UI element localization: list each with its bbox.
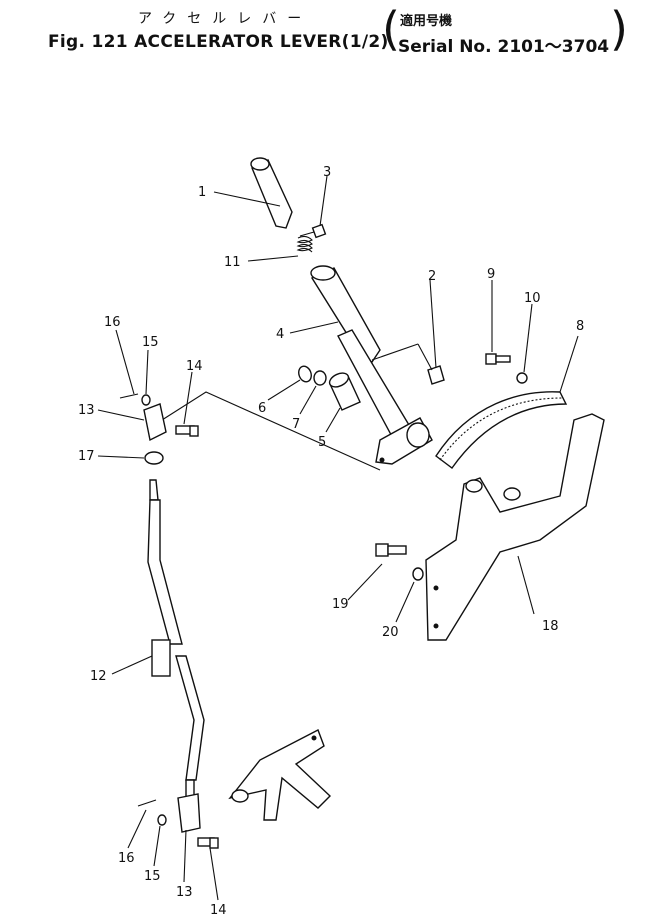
- part-13-clevis-upper: [143, 403, 167, 442]
- part-6-snap-ring: [298, 365, 312, 383]
- part-11-spring: [296, 235, 313, 253]
- part-2-clip: [427, 365, 445, 385]
- callout-15-lower: 15: [144, 869, 161, 884]
- callout-16-lower: 16: [118, 851, 135, 866]
- part-15-washer-lower: [157, 814, 167, 826]
- part-18-bracket: [425, 413, 605, 641]
- callout-1: 1: [198, 185, 206, 200]
- callout-4: 4: [276, 327, 284, 342]
- callout-11: 11: [224, 255, 241, 270]
- callout-5: 5: [318, 435, 326, 450]
- leader-line: [371, 343, 419, 361]
- callout-16-upper: 16: [104, 315, 121, 330]
- callout-10: 10: [524, 291, 541, 306]
- callout-18: 18: [542, 619, 559, 634]
- serial-label-japanese: 適用号機: [400, 14, 453, 29]
- part-9-bolt: [485, 353, 511, 365]
- leader-lines: [97, 175, 579, 901]
- part-4-lever: [310, 265, 433, 465]
- figure-title-japanese: アクセルレバー: [138, 11, 313, 27]
- part-8-quadrant: [435, 391, 568, 469]
- part-14-pin-lower: [197, 837, 219, 849]
- callout-8: 8: [576, 319, 584, 334]
- leader-line: [417, 343, 433, 371]
- callout-20: 20: [382, 625, 399, 640]
- serial-bracket-right: ): [610, 2, 628, 56]
- figure-header: アクセルレバー Fig. 121 ACCELERATOR LEVER(1/2) …: [0, 0, 651, 60]
- part-3-screw: [299, 223, 327, 239]
- callout-17: 17: [78, 449, 95, 464]
- part-19-bolt: [375, 543, 407, 557]
- callout-2: 2: [428, 269, 436, 284]
- figure-title: Fig. 121 ACCELERATOR LEVER(1/2): [48, 32, 389, 52]
- part-12-rod: [147, 479, 205, 801]
- callout-13-upper: 13: [78, 403, 95, 418]
- part-20-washer: [412, 567, 424, 581]
- callout-15-upper: 15: [142, 335, 159, 350]
- serial-bracket-left: (: [382, 2, 400, 56]
- callout-9: 9: [487, 267, 495, 282]
- callout-6: 6: [258, 401, 266, 416]
- governor-lever: [228, 729, 332, 821]
- callout-3: 3: [323, 165, 331, 180]
- part-14-pin-upper: [175, 425, 199, 437]
- part-16-cotter-lower: [137, 799, 157, 807]
- part-16-cotter-upper: [119, 393, 139, 399]
- callout-7: 7: [292, 417, 300, 432]
- callout-19: 19: [332, 597, 349, 612]
- part-7-washer: [313, 370, 327, 386]
- serial-range: Serial No. 2101～3704: [398, 37, 610, 57]
- part-15-washer-upper: [141, 394, 151, 406]
- part-5-bushing: [328, 372, 361, 411]
- part-13-clevis-lower: [177, 793, 201, 833]
- callout-12: 12: [90, 669, 107, 684]
- callout-13-lower: 13: [176, 885, 193, 900]
- callout-14-upper: 14: [186, 359, 203, 374]
- part-10-washer: [516, 372, 528, 384]
- part-17-nut: [144, 451, 164, 465]
- part-1-lever-knob: [250, 157, 293, 229]
- linkage-line: [161, 391, 381, 471]
- callout-14-lower: 14: [210, 903, 227, 915]
